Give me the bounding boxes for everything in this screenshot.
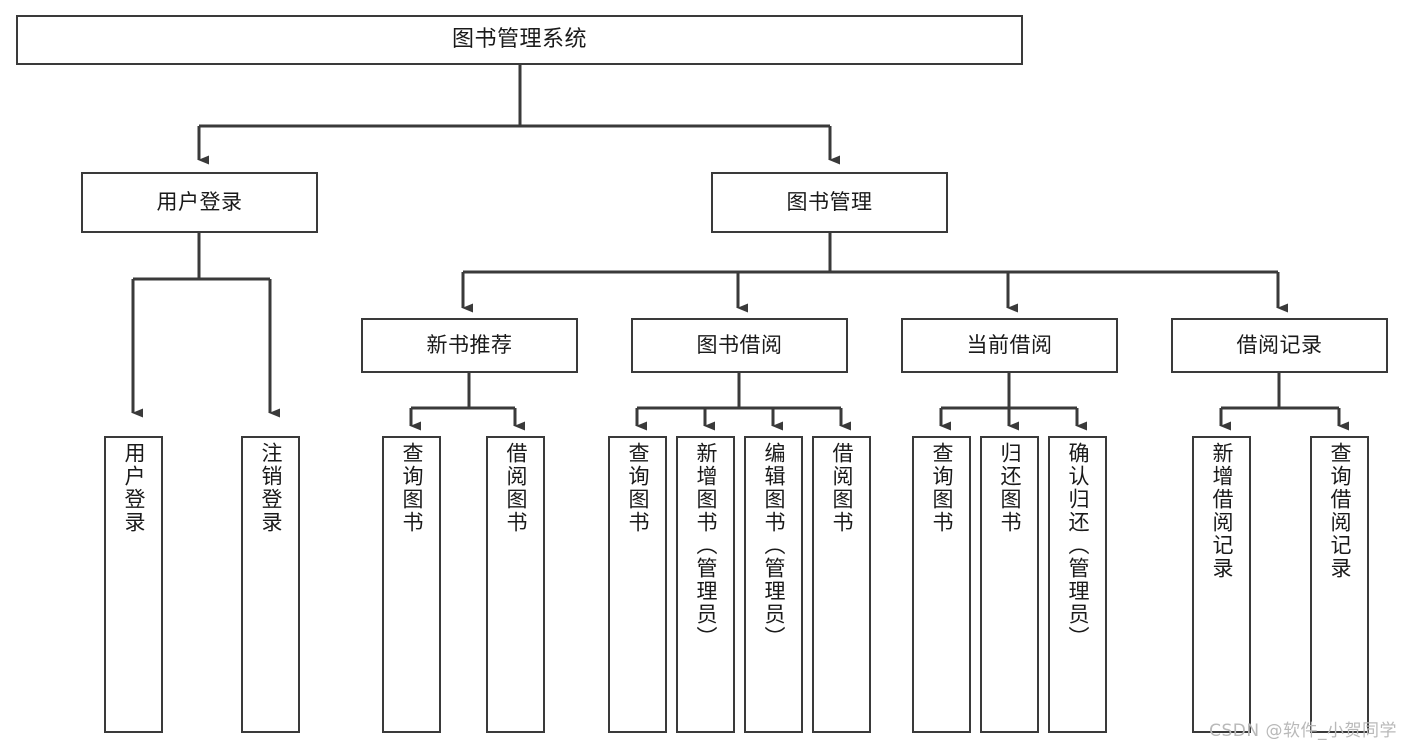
node-leaf-query-book-borrow[interactable]: 查询图书	[608, 436, 667, 733]
node-borrow-record-label: 借阅记录	[1236, 333, 1323, 358]
node-user-login-label: 用户登录	[156, 190, 243, 215]
node-leaf-logout[interactable]: 注销登录	[241, 436, 300, 733]
node-leaf-logout-label: 注销登录	[259, 442, 283, 534]
node-leaf-add-borrow-record[interactable]: 新增借阅记录	[1192, 436, 1251, 733]
node-current-borrow-label: 当前借阅	[966, 333, 1053, 358]
node-leaf-return-book[interactable]: 归还图书	[980, 436, 1039, 733]
node-new-book-recommend[interactable]: 新书推荐	[361, 318, 578, 373]
csdn-watermark: CSDN @软件_小贺同学	[1209, 721, 1397, 741]
node-current-borrow[interactable]: 当前借阅	[901, 318, 1118, 373]
node-leaf-query-book-rec[interactable]: 查询图书	[382, 436, 441, 733]
node-leaf-query-book-current[interactable]: 查询图书	[912, 436, 971, 733]
node-leaf-user-login[interactable]: 用户登录	[104, 436, 163, 733]
node-leaf-borrow-book[interactable]: 借阅图书	[812, 436, 871, 733]
node-book-manage-label: 图书管理	[786, 190, 873, 215]
node-leaf-edit-book[interactable]: 编辑图书（管理员）	[744, 436, 803, 733]
node-new-book-recommend-label: 新书推荐	[426, 333, 513, 358]
node-book-manage[interactable]: 图书管理	[711, 172, 948, 233]
node-leaf-query-book-rec-label: 查询图书	[400, 442, 424, 534]
node-book-borrow-label: 图书借阅	[696, 333, 783, 358]
node-leaf-borrow-book-label: 借阅图书	[830, 442, 854, 534]
node-leaf-confirm-return[interactable]: 确认归还（管理员）	[1048, 436, 1107, 733]
node-root[interactable]: 图书管理系统	[16, 15, 1023, 65]
node-leaf-query-book-current-label: 查询图书	[930, 442, 954, 534]
node-borrow-record[interactable]: 借阅记录	[1171, 318, 1388, 373]
node-leaf-query-book-borrow-label: 查询图书	[626, 442, 650, 534]
node-leaf-add-book-label: 新增图书（管理员）	[694, 442, 718, 649]
node-leaf-add-borrow-record-label: 新增借阅记录	[1210, 442, 1234, 580]
node-user-login[interactable]: 用户登录	[81, 172, 318, 233]
node-leaf-return-book-label: 归还图书	[998, 442, 1022, 534]
node-leaf-query-borrow-record-label: 查询借阅记录	[1328, 442, 1352, 580]
node-leaf-query-borrow-record[interactable]: 查询借阅记录	[1310, 436, 1369, 733]
node-leaf-confirm-return-label: 确认归还（管理员）	[1066, 442, 1090, 649]
node-book-borrow[interactable]: 图书借阅	[631, 318, 848, 373]
node-leaf-borrow-book-rec-label: 借阅图书	[504, 442, 528, 534]
node-leaf-borrow-book-rec[interactable]: 借阅图书	[486, 436, 545, 733]
node-leaf-add-book[interactable]: 新增图书（管理员）	[676, 436, 735, 733]
node-root-label: 图书管理系统	[451, 27, 587, 53]
node-leaf-user-login-label: 用户登录	[122, 442, 146, 534]
node-leaf-edit-book-label: 编辑图书（管理员）	[762, 442, 786, 649]
